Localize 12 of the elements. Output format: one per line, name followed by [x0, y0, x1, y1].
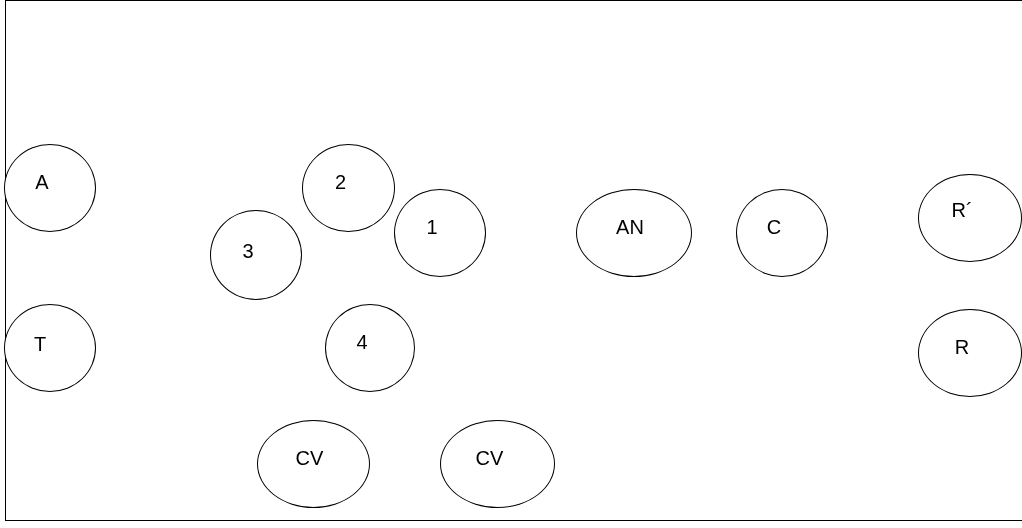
- node-label: T: [33, 332, 47, 356]
- node-label: AN: [616, 215, 644, 239]
- node-label: 4: [356, 330, 368, 354]
- node-label: 1: [426, 215, 438, 239]
- node-label: CV: [295, 446, 324, 470]
- node-label: A: [35, 170, 49, 194]
- node-label: R´: [951, 198, 973, 222]
- node-label: 2: [334, 170, 347, 194]
- node-label: 3: [242, 239, 254, 263]
- node-label: R: [954, 335, 970, 359]
- node-label: CV: [475, 446, 504, 470]
- node-label: C: [766, 215, 782, 239]
